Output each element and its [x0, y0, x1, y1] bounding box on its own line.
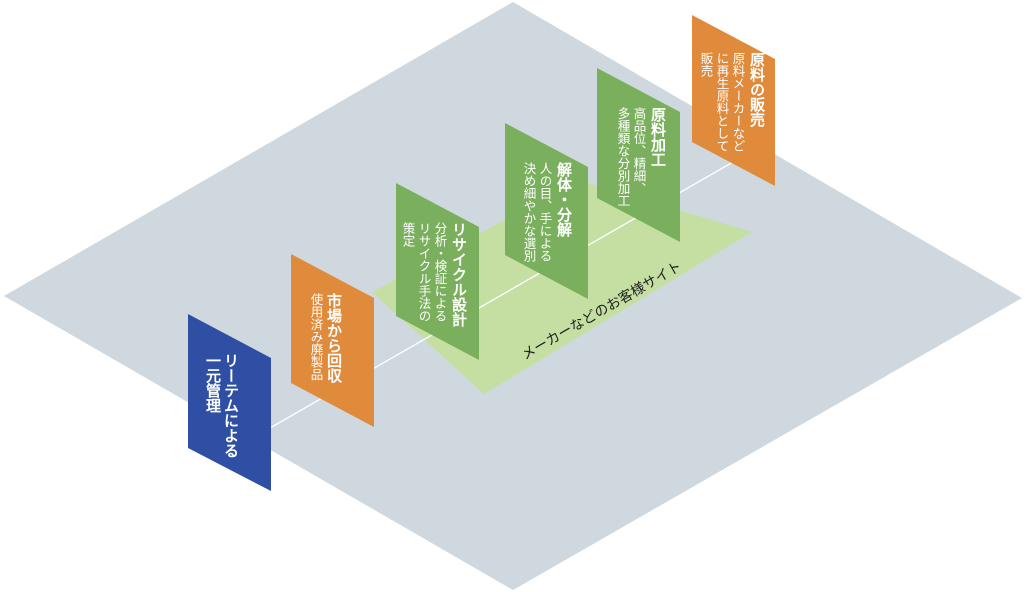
card-5-line-1: 高品位、精細、: [632, 106, 647, 195]
card-6-line-1: 原料メーカーなど: [731, 52, 746, 152]
card-4-line-1: 人の目、手による: [538, 162, 553, 262]
card-6-line-2: に再生原料として: [715, 52, 730, 152]
card-material-processing: 原料加工 高品位、精細、 多種類な分別加工: [597, 68, 680, 242]
card-3-line-2: リサイクル手法の: [417, 222, 432, 322]
card-market-collection: 市場から回収 使用済み廃製品: [291, 254, 374, 427]
card-2-line-1: 使用済み廃製品: [309, 292, 324, 381]
card-3-line-1: 分析・検証による: [433, 222, 448, 322]
card-5-title: 原料加工: [649, 107, 667, 167]
card-5-line-2: 多種類な分別加工: [616, 107, 631, 207]
card-4-title: 解体・分解: [555, 161, 573, 238]
card-material-sales: 原料の販売 原料メーカーなど に再生原料として 販売: [692, 15, 775, 186]
card-6-line-3: 販売: [699, 52, 714, 78]
card-1-line-1: 一元管理: [204, 353, 222, 413]
card-disassembly: 解体・分解 人の目、手による 決め細やかな選別: [505, 123, 588, 299]
card-3-title: リサイクル設計: [450, 222, 468, 328]
card-6-title: 原料の販売: [748, 52, 766, 128]
card-3-line-3: 策定: [401, 221, 416, 248]
card-recycling-design: リサイクル設計 分析・検証による リサイクル手法の 策定: [396, 183, 479, 360]
card-centralized-management: リーテムによる 一元管理: [188, 314, 271, 491]
card-4-line-2: 決め細やかな選別: [522, 162, 537, 263]
card-1-title: リーテムによる: [222, 353, 240, 458]
card-2-title: 市場から回収: [325, 292, 343, 384]
